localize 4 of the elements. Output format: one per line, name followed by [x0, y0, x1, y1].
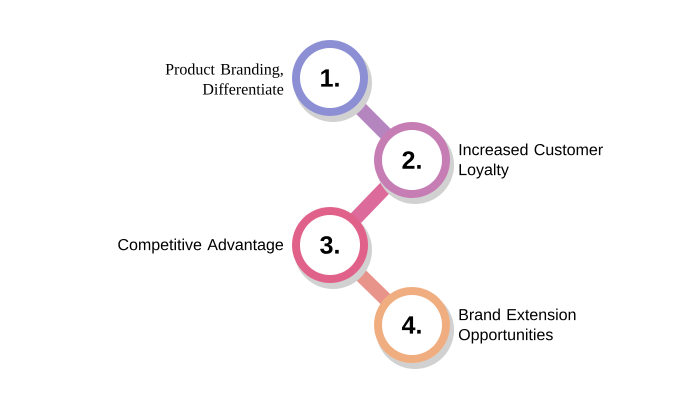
- step-label: Brand Extension Opportunities: [458, 308, 576, 344]
- step-label: Competitive Advantage: [118, 238, 284, 254]
- step-label: Increased Customer Loyalty: [460, 144, 603, 178]
- step-label: Product Branding, Differentiate: [166, 63, 284, 95]
